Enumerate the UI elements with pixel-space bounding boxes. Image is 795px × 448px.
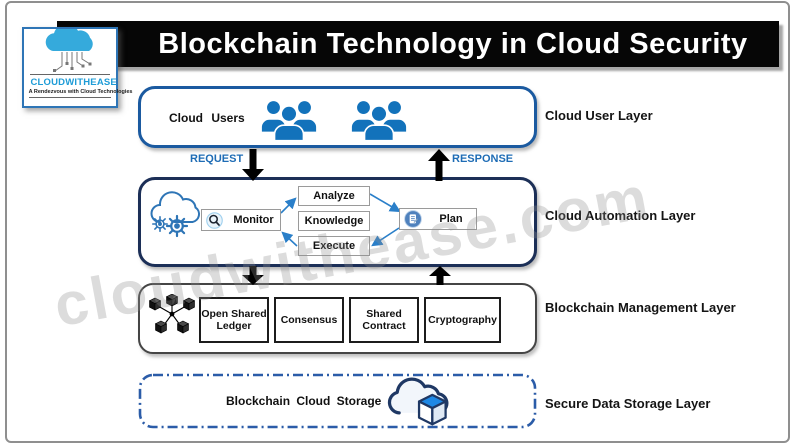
blockchain-management-layer-box: Open Shared Ledger Consensus Shared Cont… [138, 283, 537, 354]
cloud-automation-layer-label: Cloud Automation Layer [545, 208, 696, 223]
logo-brand-text: CLOUDWITHEASE [30, 74, 117, 88]
blockchain-cloud-storage-label: Blockchain Cloud Storage [226, 394, 382, 408]
blockchain-network-icon [145, 294, 199, 342]
cloud-users-label: Cloud Users [169, 111, 245, 125]
knowledge-node-label: Knowledge [304, 215, 364, 227]
open-shared-ledger-block: Open Shared Ledger [199, 297, 269, 343]
analyze-node: Analyze [298, 186, 370, 206]
page-title: Blockchain Technology in Cloud Security [158, 27, 748, 60]
execute-node-label: Execute [312, 240, 356, 252]
response-up-arrow [428, 149, 450, 181]
secure-data-storage-layer-label: Secure Data Storage Layer [545, 396, 711, 411]
users-group-icon [349, 97, 409, 143]
logo-cloud-circuit-icon [35, 29, 105, 73]
shared-contract-block: Shared Contract [349, 297, 419, 343]
blockchain-management-layer-label: Blockchain Management Layer [545, 300, 736, 315]
request-label: REQUEST [190, 153, 244, 165]
execute-node: Execute [298, 236, 370, 256]
title-bar: Blockchain Technology in Cloud Security [57, 21, 779, 67]
automation-cloud-gears-icon [147, 184, 203, 242]
plan-node-label: Plan [439, 213, 463, 225]
logo-tagline: A Rendezvous with Cloud Technologies [28, 89, 133, 98]
users-group-icon [259, 97, 319, 143]
monitor-node: Monitor [201, 209, 281, 231]
management-to-automation-arrow [429, 266, 451, 285]
cloud-automation-layer-box: Monitor Analyze Knowledge Execute [138, 177, 537, 267]
plan-clipboard-icon [404, 210, 422, 228]
cloud-user-layer-label: Cloud User Layer [545, 108, 653, 123]
magnifier-icon [206, 211, 223, 229]
response-label: RESPONSE [452, 153, 514, 165]
consensus-block: Consensus [274, 297, 344, 343]
analyze-node-label: Analyze [313, 190, 355, 202]
request-down-arrow [242, 149, 264, 181]
automation-cycle-arrows [280, 193, 401, 247]
plan-node: Plan [399, 208, 477, 230]
monitor-node-label: Monitor [233, 214, 274, 226]
cloud-storage-icon [378, 374, 462, 429]
knowledge-node: Knowledge [298, 211, 370, 231]
automation-to-management-arrow [242, 266, 264, 285]
secure-data-storage-layer-box: Blockchain Cloud Storage [138, 373, 537, 429]
cryptography-block: Cryptography [424, 297, 501, 343]
cloud-user-layer-box: Cloud Users [138, 86, 537, 148]
brand-logo: CLOUDWITHEASE A Rendezvous with Cloud Te… [22, 27, 133, 108]
